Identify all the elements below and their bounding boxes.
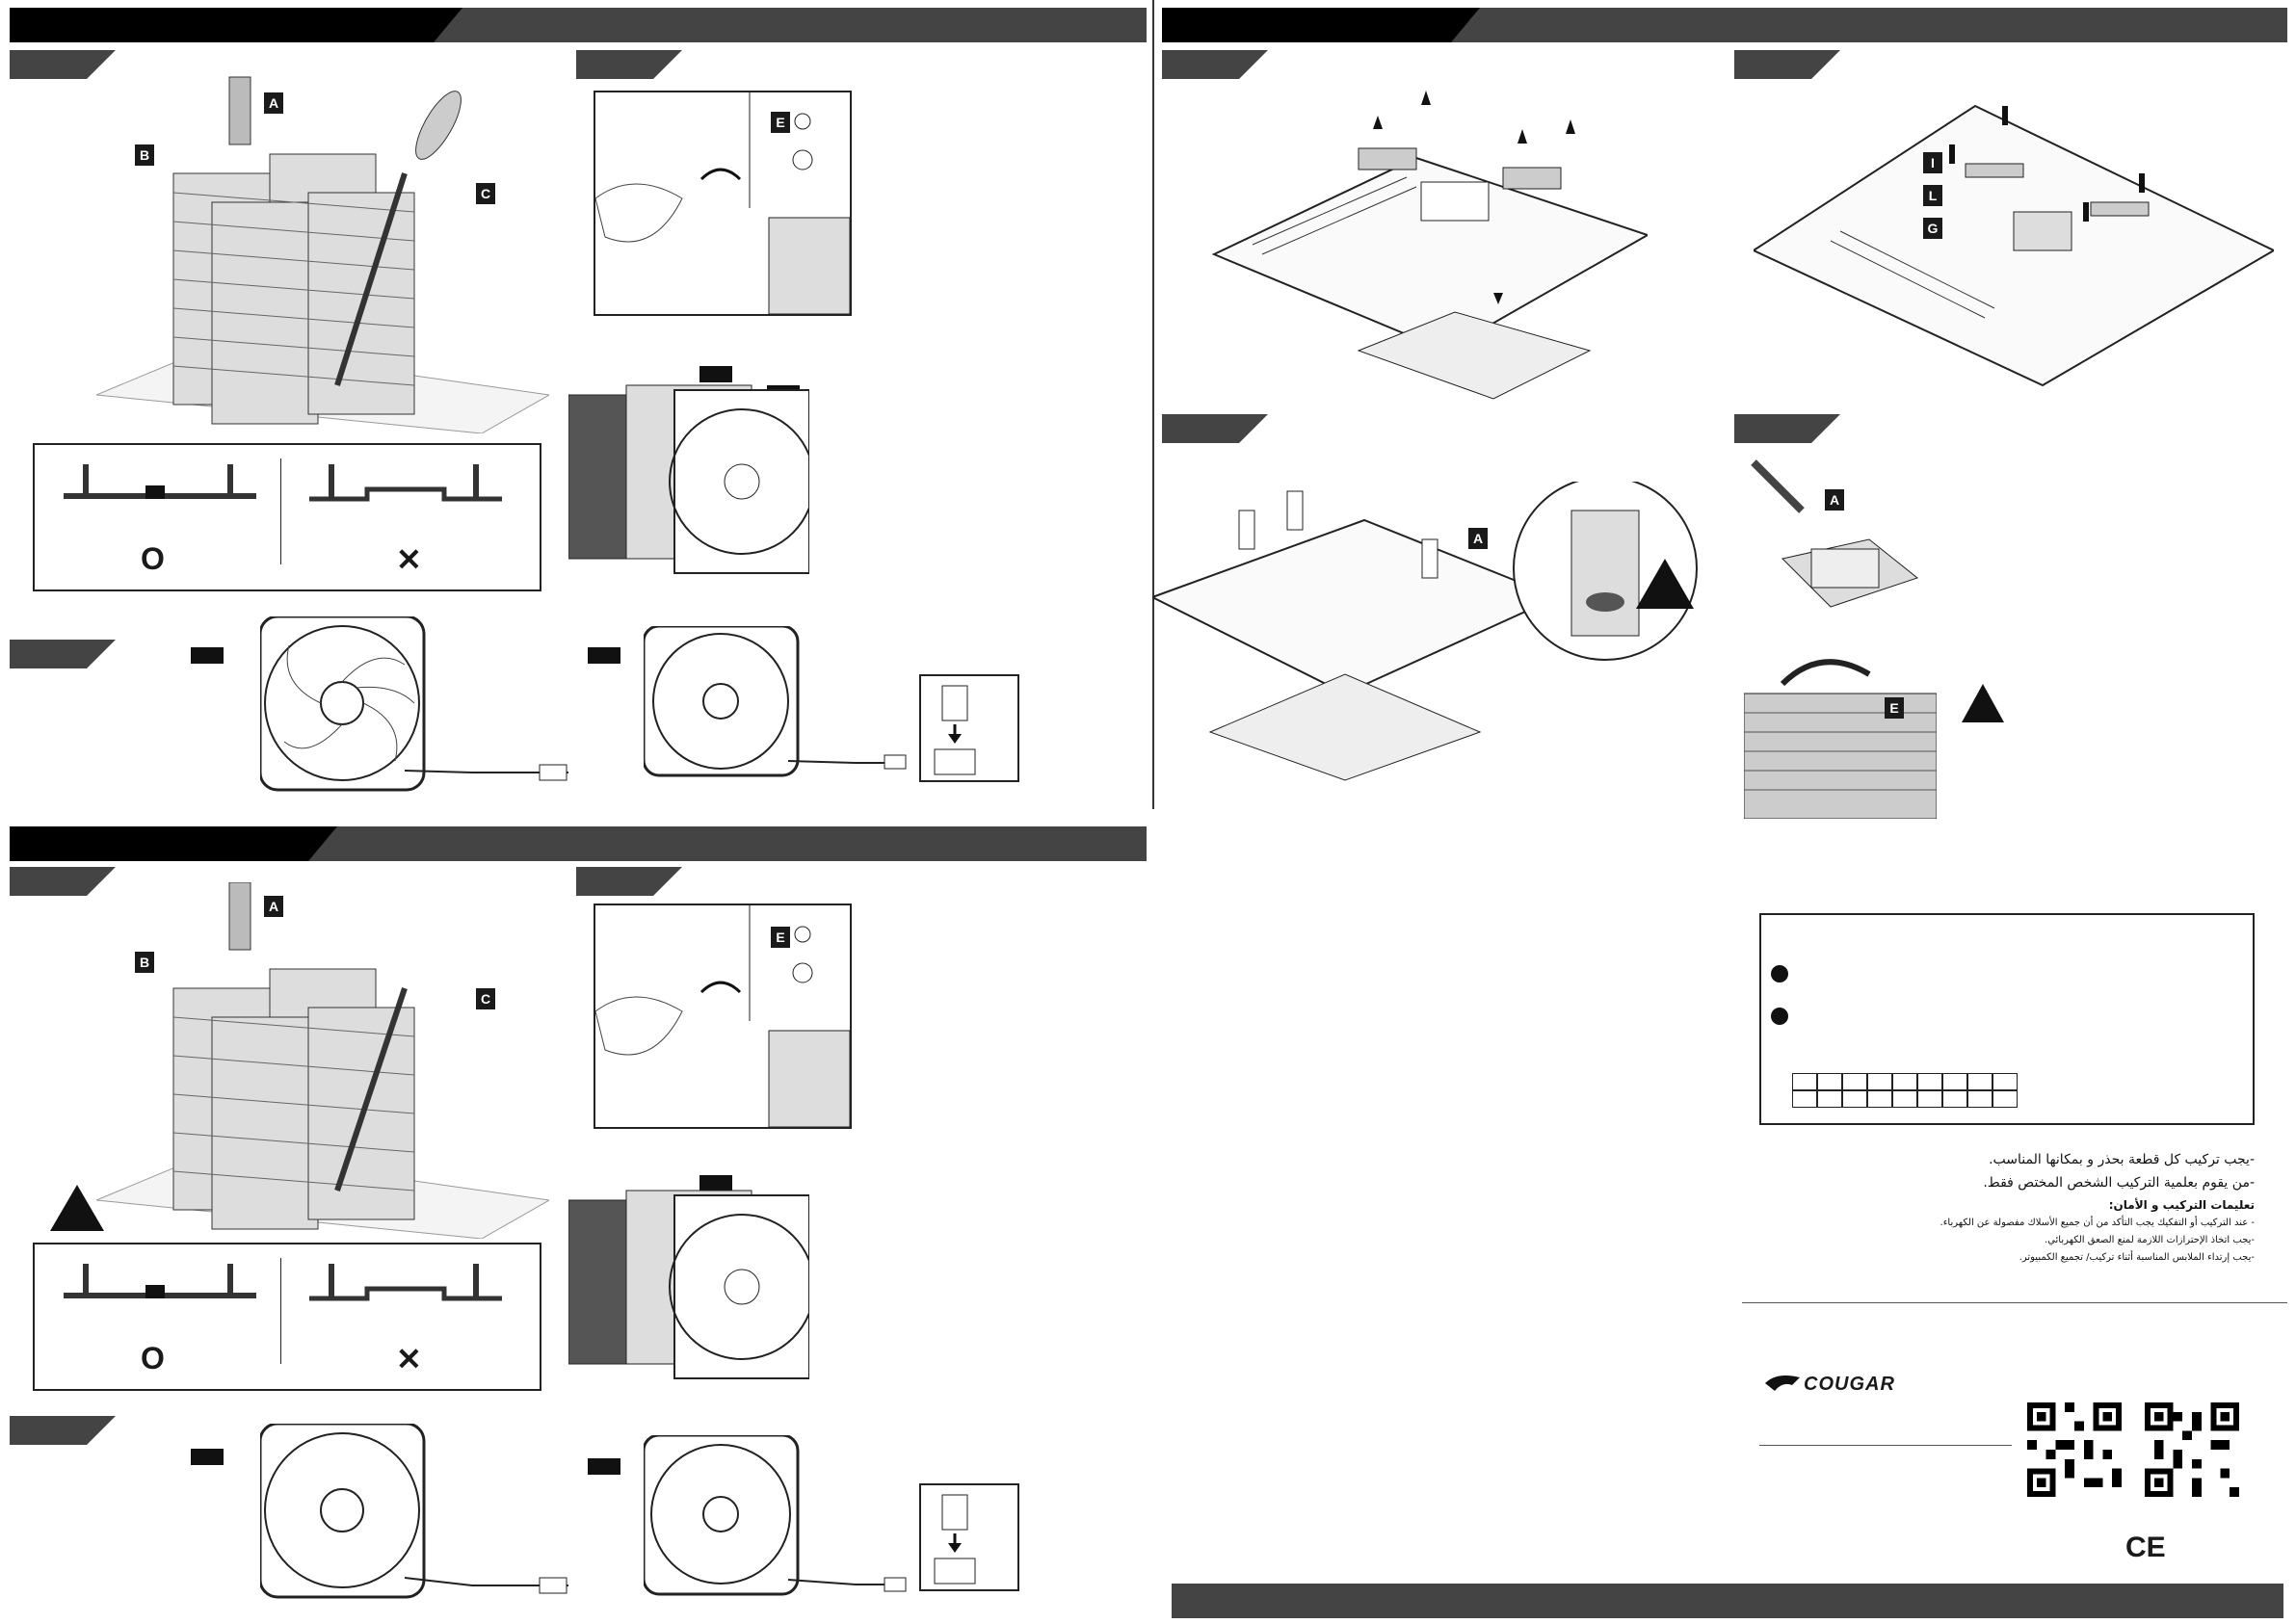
step-tab [1162, 414, 1268, 443]
fan-clip-install-box [594, 91, 852, 316]
motherboard-standoff-illustration [1754, 96, 2274, 395]
step-tab [10, 867, 116, 896]
page-divider [1152, 0, 1154, 809]
warning-icon [1636, 559, 1694, 609]
step-letter: A [1825, 489, 1844, 511]
thermal-paste-install-illustration [1744, 453, 1937, 819]
fan-size-badge [588, 1458, 620, 1475]
ce-mark-icon: CE [2125, 1532, 2166, 1563]
connector-icon [919, 1483, 1019, 1591]
step-letter: B [135, 144, 154, 166]
ok-mark: O [141, 1341, 165, 1375]
arabic-line: -يجب إرتداء الملابس المناسبة أثناء تركيب… [2019, 1252, 2255, 1263]
qr-code-icon [2145, 1402, 2239, 1502]
section-header-top-left [10, 8, 1147, 42]
screwdriver-icon [228, 76, 251, 145]
cougar-logo-icon [1763, 1372, 1802, 1400]
fan-size-badge [191, 647, 224, 664]
fan-size-badge [191, 1449, 224, 1465]
step-tab [1734, 50, 1840, 79]
standoff-letter: L [1923, 185, 1942, 206]
step-letter: C [476, 183, 495, 204]
divider-line [1742, 1302, 2287, 1303]
step-tab [576, 867, 682, 896]
correct-incorrect-comparison: O ✕ [33, 443, 541, 591]
step-letter: A [264, 92, 283, 114]
warning-icon [50, 1185, 104, 1231]
fan-icon [260, 1424, 568, 1607]
step-tab [10, 640, 116, 668]
fan-icon [644, 1435, 913, 1599]
correct-incorrect-comparison: O ✕ [33, 1243, 541, 1391]
step-letter: C [476, 988, 495, 1009]
section-header-bottom-left [10, 826, 1147, 861]
step-tab [1734, 414, 1840, 443]
bullet-dot [1771, 965, 1788, 982]
fan-size-badge [699, 366, 732, 382]
arabic-heading: تعليمات التركيب و الأمان: [2108, 1198, 2255, 1212]
connector-icon [919, 674, 1019, 782]
step-letter: E [1885, 697, 1904, 719]
specification-box [1759, 913, 2255, 1125]
fan-icon [260, 616, 568, 799]
ok-mark: O [141, 541, 165, 576]
fan-size-badge [588, 647, 620, 664]
warning-icon [1962, 684, 2004, 722]
bullet-dot [1771, 1008, 1788, 1025]
heatsink-screwdriver-illustration [96, 67, 549, 433]
dual-fan-assembly-illustration [568, 1181, 809, 1393]
motherboard-bracket-removal-illustration [1204, 62, 1648, 408]
step-letter: E [771, 927, 790, 948]
step-letter: B [135, 952, 154, 973]
qr-code-icon [2027, 1402, 2122, 1502]
dual-fan-assembly-illustration [568, 376, 809, 588]
standoff-letter: G [1923, 218, 1942, 239]
spec-grid [1792, 1073, 2018, 1108]
brand-name: COUGAR [1804, 1374, 1895, 1395]
fan-clip-install-box [594, 904, 852, 1129]
footer-bar [1172, 1584, 2283, 1618]
standoff-detail-illustration [1152, 482, 1711, 790]
bad-mark: ✕ [396, 542, 422, 577]
step-letter: E [771, 112, 790, 133]
heatsink-screwdriver-illustration [96, 882, 549, 1239]
step-letter: A [264, 896, 283, 917]
standoff-letter: I [1923, 152, 1942, 173]
step-tab [10, 1416, 116, 1445]
step-tab [1162, 50, 1268, 79]
arabic-line: -يجب تركيب كل قطعة بحذر و بمكانها المناس… [1989, 1152, 2255, 1167]
arabic-instructions: -يجب تركيب كل قطعة بحذر و بمكانها المناس… [1754, 1152, 2255, 1287]
step-letter: A [1468, 528, 1488, 549]
fan-icon [644, 626, 913, 780]
divider-line [1759, 1445, 2012, 1446]
step-tab [10, 50, 116, 79]
arabic-line: -يجب اتخاذ الإحترازات اللازمة لمنع الصعق… [2044, 1235, 2255, 1245]
step-tab [576, 50, 682, 79]
section-header-top-right [1162, 8, 2287, 42]
arabic-line: -من يقوم بعلمية التركيب الشخص المختص فقط… [1983, 1175, 2255, 1191]
bad-mark: ✕ [396, 1342, 422, 1376]
arabic-line: - عند التركيب أو التفكيك يجب التأكد من أ… [1940, 1218, 2255, 1228]
fan-size-badge [699, 1175, 732, 1192]
